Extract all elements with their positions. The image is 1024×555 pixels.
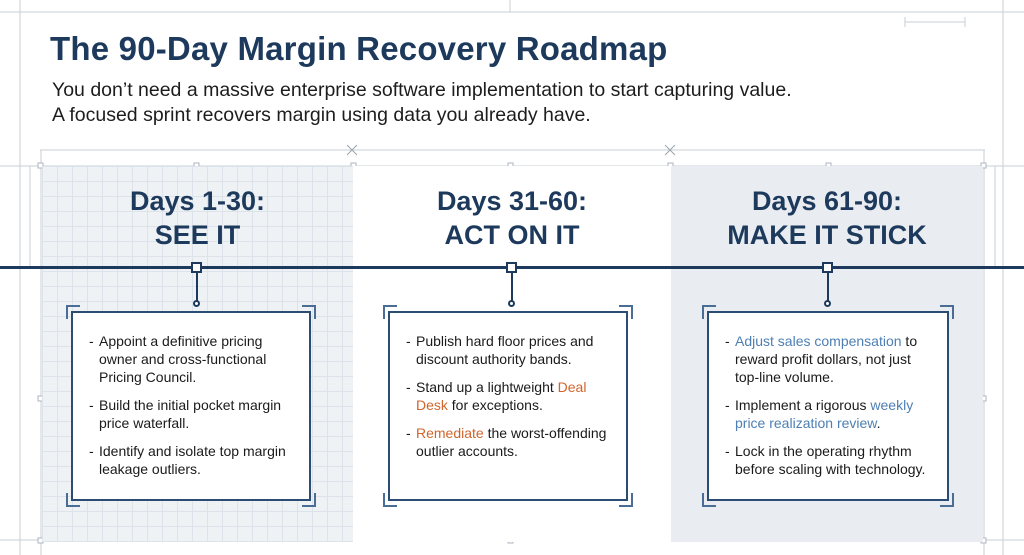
bullet-item: -Identify and isolate top margin leakage…: [89, 442, 295, 478]
phase-2-bullet-list: -Publish hard floor prices and discount …: [406, 332, 612, 460]
phase-2-marker: [506, 262, 517, 273]
corner-bracket: [383, 305, 397, 319]
phase-1-bullet-list: -Appoint a definitive pricing owner and …: [89, 332, 295, 478]
bullet-dash: -: [89, 443, 94, 459]
bullet-text: Implement a rigorous: [735, 397, 871, 413]
bullet-item: -Build the initial pocket margin price w…: [89, 396, 295, 432]
corner-bracket: [702, 493, 716, 507]
corner-bracket: [619, 305, 633, 319]
bullet-text: Stand up a lightweight: [416, 379, 558, 395]
highlighted-text: weekly price realization review: [735, 397, 914, 431]
phase-1-days: Days 1-30:: [129, 186, 266, 216]
bullet-item: -Appoint a definitive pricing owner and …: [89, 332, 295, 386]
bullet-text: Publish hard floor prices and discount a…: [416, 333, 594, 367]
bullet-text: Identify and isolate top margin leakage …: [99, 443, 286, 477]
bullet-text: for exceptions.: [447, 397, 543, 413]
highlighted-text: Adjust sales compensation: [735, 333, 902, 349]
bullet-dash: -: [406, 425, 411, 441]
bullet-item: -Stand up a lightweight Deal Desk for ex…: [406, 378, 612, 414]
corner-bracket: [66, 305, 80, 319]
corner-bracket: [383, 493, 397, 507]
bullet-text: Lock in the operating rhythm before scal…: [735, 443, 926, 477]
page-subtitle: You don’t need a massive enterprise soft…: [52, 78, 792, 128]
phase-1-connector-dot: [193, 300, 200, 307]
highlighted-text: Deal Desk: [416, 379, 587, 413]
bullet-text: Build the initial pocket margin price wa…: [99, 397, 282, 431]
bullet-text: the worst-offending outlier accounts.: [416, 425, 607, 459]
phase-2-heading: Days 31-60: ACT ON IT: [353, 184, 671, 252]
phase-1-connector: [196, 273, 198, 301]
phase-3-bullet-list: -Adjust sales compensation to reward pro…: [725, 332, 933, 478]
bullet-text: to reward profit dollars, not just top-l…: [735, 333, 918, 385]
phase-2-card: -Publish hard floor prices and discount …: [383, 305, 633, 507]
phase-3-days: Days 61-90:: [751, 186, 903, 216]
bullet-dash: -: [406, 379, 411, 395]
corner-bracket: [66, 493, 80, 507]
bullet-item: -Adjust sales compensation to reward pro…: [725, 332, 933, 386]
subtitle-line-2: A focused sprint recovers margin using d…: [52, 104, 591, 126]
bullet-dash: -: [406, 333, 411, 349]
corner-bracket: [302, 493, 316, 507]
corner-bracket: [702, 305, 716, 319]
bullet-dash: -: [725, 397, 730, 413]
phase-3-connector-dot: [824, 300, 831, 307]
phase-2-connector-dot: [508, 300, 515, 307]
bullet-text: Appoint a definitive pricing owner and c…: [99, 333, 267, 385]
phase-2-days: Days 31-60:: [436, 186, 588, 216]
phase-3-marker: [822, 262, 833, 273]
bullet-item: -Publish hard floor prices and discount …: [406, 332, 612, 368]
highlighted-text: Remediate: [416, 425, 484, 441]
phase-1-heading: Days 1-30: SEE IT: [42, 184, 353, 252]
bullet-dash: -: [89, 397, 94, 413]
corner-bracket: [940, 305, 954, 319]
page-title: The 90-Day Margin Recovery Roadmap: [50, 30, 668, 67]
corner-bracket: [302, 305, 316, 319]
bullet-dash: -: [725, 333, 730, 349]
bullet-dash: -: [89, 333, 94, 349]
phase-1-marker: [191, 262, 202, 273]
phase-3-heading: Days 61-90: MAKE IT STICK: [671, 184, 983, 252]
phase-3-name: MAKE IT STICK: [727, 220, 927, 250]
phase-3-connector: [827, 273, 829, 301]
bullet-item: -Lock in the operating rhythm before sca…: [725, 442, 933, 478]
phase-2-connector: [511, 273, 513, 301]
bullet-text: .: [876, 415, 881, 431]
bullet-item: -Implement a rigorous weekly price reali…: [725, 396, 933, 432]
phase-1-card: -Appoint a definitive pricing owner and …: [66, 305, 316, 507]
bullet-dash: -: [725, 443, 730, 459]
phase-2-name: ACT ON IT: [444, 220, 580, 250]
phase-3-card: -Adjust sales compensation to reward pro…: [702, 305, 954, 507]
subtitle-line-1: You don’t need a massive enterprise soft…: [52, 79, 792, 101]
bullet-item: -Remediate the worst-offending outlier a…: [406, 424, 612, 460]
corner-bracket: [619, 493, 633, 507]
corner-bracket: [940, 493, 954, 507]
phase-1-name: SEE IT: [154, 220, 241, 250]
